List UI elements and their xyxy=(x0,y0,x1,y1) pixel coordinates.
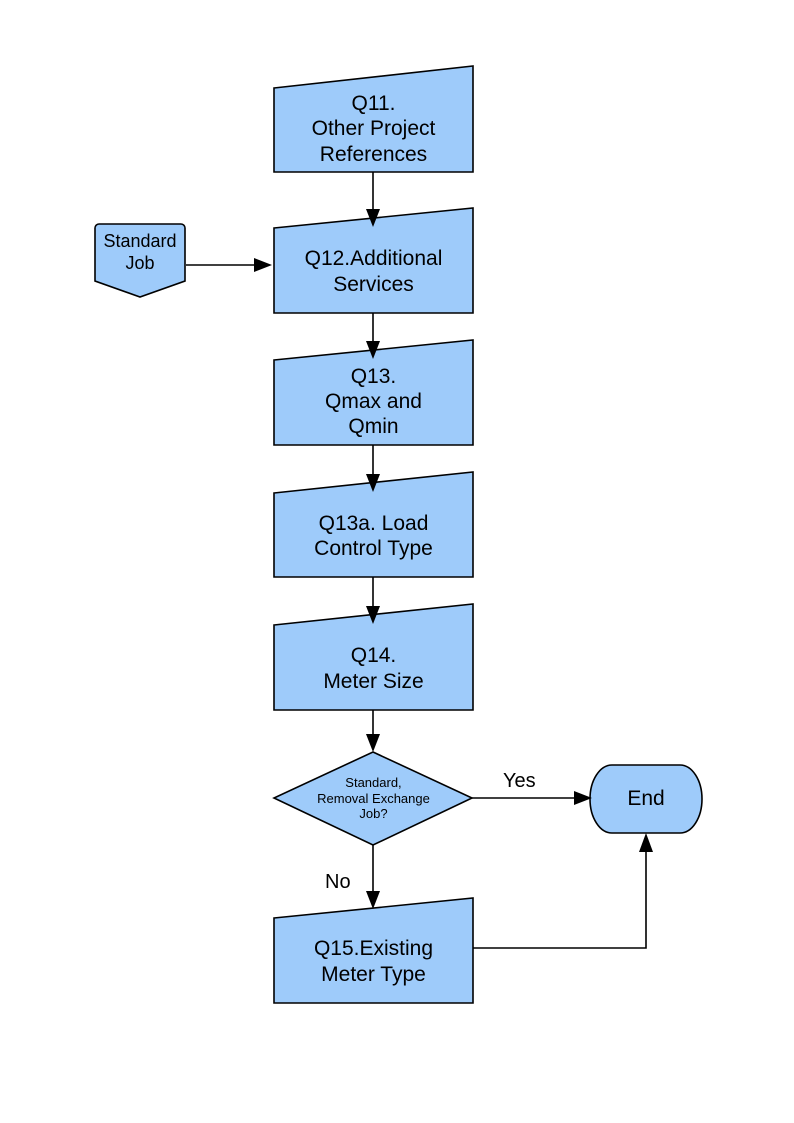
edge-label-yes: Yes xyxy=(503,770,536,792)
node-q14-shape[interactable] xyxy=(273,603,474,711)
arrowhead-q13a-to-q14 xyxy=(366,606,380,624)
arrowhead-q13-to-q13a xyxy=(366,474,380,492)
node-q15-shape[interactable] xyxy=(273,897,474,1004)
node-q11-shape[interactable] xyxy=(273,65,474,173)
node-q13-shape[interactable] xyxy=(273,339,474,446)
arrowhead-q15-to-end xyxy=(639,833,653,852)
arrowhead-standardjob-to-q12 xyxy=(254,258,272,272)
edge-q15-to-end xyxy=(473,848,647,949)
arrowhead-q14-to-decision xyxy=(366,734,380,752)
edge-label-no: No xyxy=(325,871,351,893)
node-standard-job-shape[interactable] xyxy=(94,223,186,298)
node-end-shape[interactable] xyxy=(589,764,703,834)
arrowhead-decision-yes-to-end xyxy=(574,791,592,805)
arrowhead-q12-to-q13 xyxy=(366,341,380,359)
node-q13a-shape[interactable] xyxy=(273,471,474,578)
arrowhead-decision-no-to-q15 xyxy=(366,891,380,909)
node-q12-shape[interactable] xyxy=(273,207,474,314)
node-decision-shape[interactable] xyxy=(272,751,474,846)
arrowhead-q11-to-q12 xyxy=(366,209,380,227)
